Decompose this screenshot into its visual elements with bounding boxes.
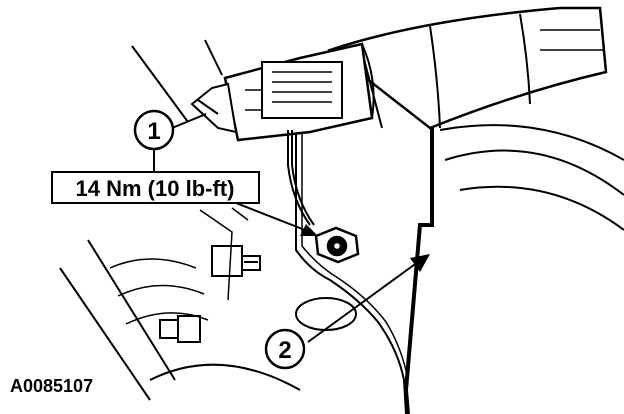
callout-1: 1 — [133, 109, 175, 151]
engine-detail — [109, 207, 249, 325]
figure-id: A0085107 — [10, 376, 93, 396]
mounting-bracket — [295, 128, 434, 414]
stud-bolt-lower — [159, 315, 201, 343]
leader-line-item1 — [153, 113, 207, 172]
tube-assembly — [327, 6, 608, 130]
sensor-tip — [190, 82, 238, 134]
torque-spec-box: 14 Nm (10 lb-ft) — [51, 171, 260, 204]
torque-spec-label: 14 Nm (10 lb-ft) — [76, 176, 235, 201]
callout-1-label: 1 — [147, 118, 160, 145]
stud-bolt-upper — [211, 245, 261, 277]
retaining-nut — [314, 226, 360, 264]
connector-body — [223, 42, 375, 142]
callout-2-label: 2 — [278, 337, 291, 364]
leader-arrow-item2 — [307, 254, 430, 343]
callout-2: 2 — [264, 328, 306, 370]
ground-wire — [287, 130, 315, 226]
housing-outline — [59, 39, 624, 401]
